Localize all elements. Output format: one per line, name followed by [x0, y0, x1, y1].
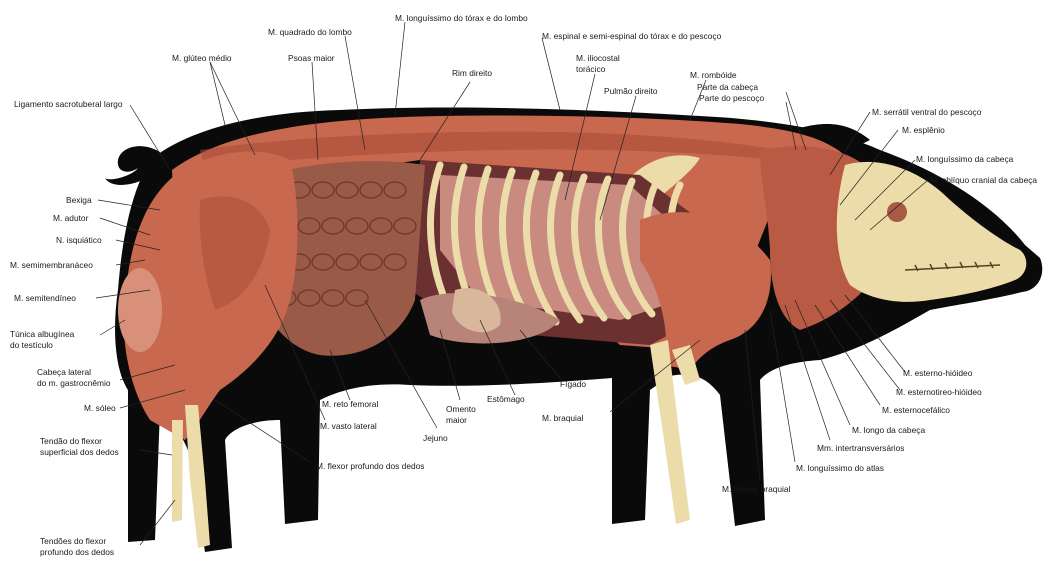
label-flexor-profundo: M. flexor profundo dos dedos	[316, 461, 424, 471]
eye-orbit	[887, 202, 907, 222]
label-tendao-superficial-1: Tendão do flexor	[40, 436, 102, 446]
label-biceps-braquial: M. bíceps braquial	[722, 484, 790, 494]
label-cabeca-lateral-2: do m. gastrocnêmio	[37, 378, 111, 388]
label-romboide: M. rombóide	[690, 70, 737, 80]
label-soleo: M. sóleo	[84, 403, 116, 413]
label-braquial: M. braquial	[542, 413, 583, 423]
label-tendao-superficial-2: superficial dos dedos	[40, 447, 119, 457]
label-parte-cabeca: Parte da cabeça	[697, 82, 758, 92]
label-adutor: M. adutor	[53, 213, 88, 223]
label-estomago: Estômago	[487, 394, 525, 404]
label-tunica-2: do testículo	[10, 340, 53, 350]
label-jejuno: Jejuno	[423, 433, 448, 443]
label-iliocostal-1: M. iliocostal	[576, 53, 620, 63]
label-longuissimo-atlas: M. longuíssimo do atlas	[796, 463, 884, 473]
label-longuissimo-torax-lombo: M. longuíssimo do tórax e do lombo	[395, 13, 528, 23]
label-tendoes-profundo-2: profundo dos dedos	[40, 547, 114, 557]
label-tunica-1: Túnica albugínea	[10, 329, 74, 339]
label-esplenio: M. esplênio	[902, 125, 945, 135]
label-semimembranaceo: M. semimembranáceo	[10, 260, 93, 270]
label-figado: Fígado	[560, 379, 586, 389]
label-obliquo-cranial: M. oblíquo cranial da cabeça	[930, 175, 1037, 185]
testicle	[118, 268, 162, 352]
label-esternotireo-hioideo: M. esternotireo-hióideo	[896, 387, 982, 397]
label-tendoes-profundo-1: Tendões do flexor	[40, 536, 106, 546]
label-isquiatico: N. isquiático	[56, 235, 102, 245]
label-rim-direito: Rim direito	[452, 68, 492, 78]
label-esternocefalico: M. esternocefálico	[882, 405, 950, 415]
label-quadrado-lombo: M. quadrado do lombo	[268, 27, 352, 37]
label-psoas-maior: Psoas maior	[288, 53, 335, 63]
label-omento-2: maior	[446, 415, 467, 425]
label-cabeca-lateral-1: Cabeça lateral	[37, 367, 91, 377]
label-vasto-lateral: M. vasto lateral	[320, 421, 377, 431]
label-intertransversarios: Mm. intertransversários	[817, 443, 905, 453]
label-parte-pescoco: Parte do pescoço	[699, 93, 764, 103]
label-longuissimo-cabeca: M. longuíssimo da cabeça	[916, 154, 1013, 164]
label-iliocostal-2: torácico	[576, 64, 605, 74]
label-reto-femoral: M. reto femoral	[322, 399, 378, 409]
label-semitendineo: M. semitendíneo	[14, 293, 76, 303]
label-esterno-hioideo: M. esterno-hióideo	[903, 368, 972, 378]
label-ligamento-sacrotuberal: Ligamento sacrotuberal largo	[14, 99, 122, 109]
label-omento-1: Omento	[446, 404, 476, 414]
label-longo-cabeca: M. longo da cabeça	[852, 425, 925, 435]
label-espinal-semi-espinal: M. espinal e semi-espinal do tórax e do …	[542, 31, 721, 41]
label-gluteo-medio: M. glúteo médio	[172, 53, 232, 63]
label-bexiga: Bexiga	[66, 195, 92, 205]
label-serratil-ventral: M. serrátil ventral do pescoço	[872, 107, 981, 117]
label-pulmao-direito: Pulmão direito	[604, 86, 658, 96]
